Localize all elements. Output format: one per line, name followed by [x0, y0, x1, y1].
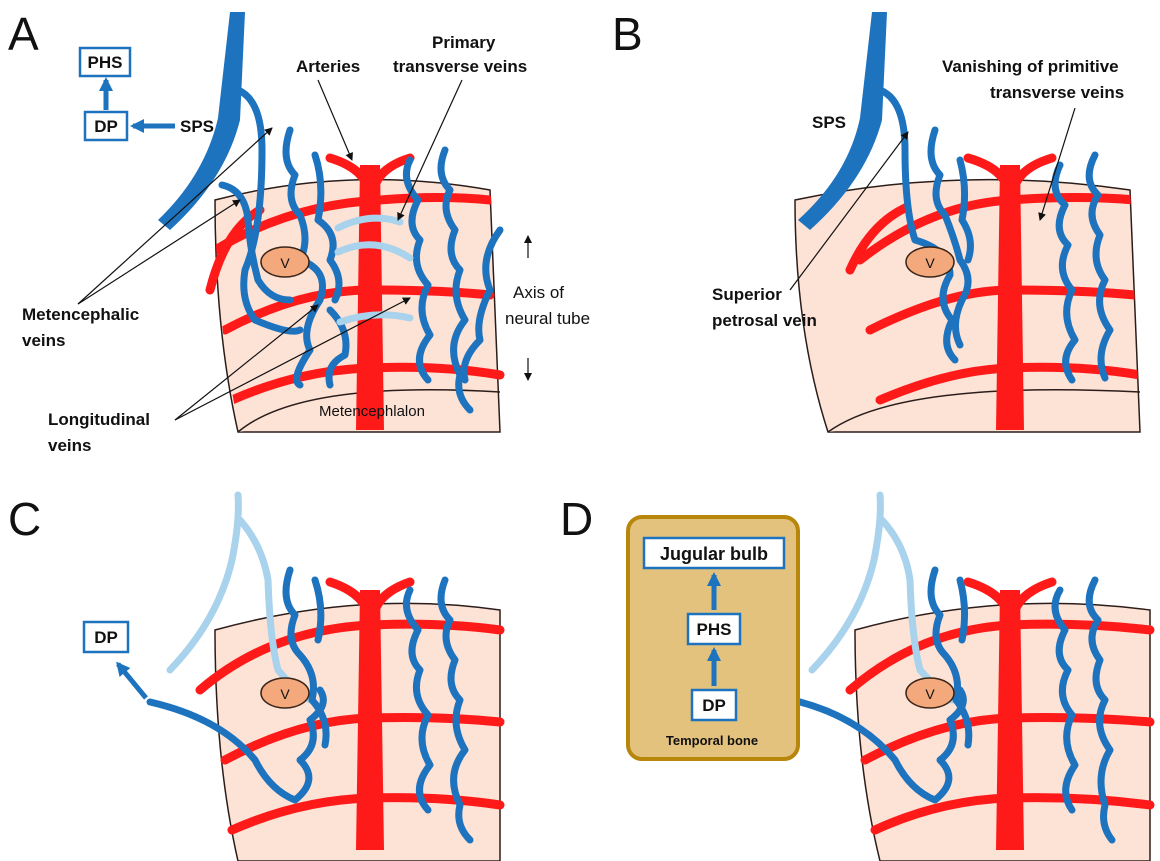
- axis-label-2: neural tube: [505, 309, 590, 328]
- panel-a: A: [8, 8, 590, 455]
- panel-letter-b: B: [612, 8, 643, 60]
- superior-petrosal-label-2: petrosal vein: [712, 311, 817, 330]
- axis-label-1: Axis of: [513, 283, 564, 302]
- v-label-d: V: [925, 686, 935, 702]
- primary-transverse-label-2: transverse veins: [393, 57, 527, 76]
- phs-label-d: PHS: [697, 620, 732, 639]
- main-artery-b: [996, 165, 1024, 430]
- arteries-pointer: [318, 80, 352, 160]
- dp-label-d: DP: [702, 696, 726, 715]
- longitudinal-label-2: veins: [48, 436, 91, 455]
- primary-transverse-label-1: Primary: [432, 33, 496, 52]
- temporal-bone-box: Jugular bulb PHS DP Temporal bone: [628, 517, 798, 759]
- panel-letter-a: A: [8, 8, 39, 60]
- sps-label-b: SPS: [812, 113, 846, 132]
- v-label-a: V: [280, 255, 290, 271]
- v-label-b: V: [925, 255, 935, 271]
- metencephalic-label-2: veins: [22, 331, 65, 350]
- metencephalon-tissue-b: [795, 180, 1140, 432]
- metencephalon-label: Metencephlalon: [319, 403, 425, 420]
- temporal-bone-label: Temporal bone: [666, 733, 758, 748]
- dp-label-a: DP: [94, 117, 118, 136]
- dp-arrow-c: [118, 664, 146, 698]
- arteries-label: Arteries: [296, 57, 360, 76]
- jugular-bulb-label: Jugular bulb: [660, 544, 768, 564]
- vanishing-label-2: transverse veins: [990, 83, 1124, 102]
- panel-c: C V DP: [8, 493, 500, 861]
- flow-diagram-a: PHS DP SPS: [80, 48, 214, 140]
- panel-letter-d: D: [560, 493, 593, 545]
- superior-petrosal-label-1: Superior: [712, 285, 782, 304]
- dp-label-c: DP: [94, 628, 118, 647]
- metencephalic-label-1: Metencephalic: [22, 305, 139, 324]
- sps-label-a: SPS: [180, 117, 214, 136]
- main-artery-a: [356, 165, 384, 430]
- panel-letter-c: C: [8, 493, 41, 545]
- phs-label-a: PHS: [88, 53, 123, 72]
- panel-d: D V Jugular bulb: [560, 493, 1150, 861]
- v-label-c: V: [280, 686, 290, 702]
- longitudinal-label-1: Longitudinal: [48, 410, 150, 429]
- vanishing-label-1: Vanishing of primitive: [942, 57, 1119, 76]
- panel-b: B V SPS Vanishing of primitive transvers…: [612, 8, 1140, 432]
